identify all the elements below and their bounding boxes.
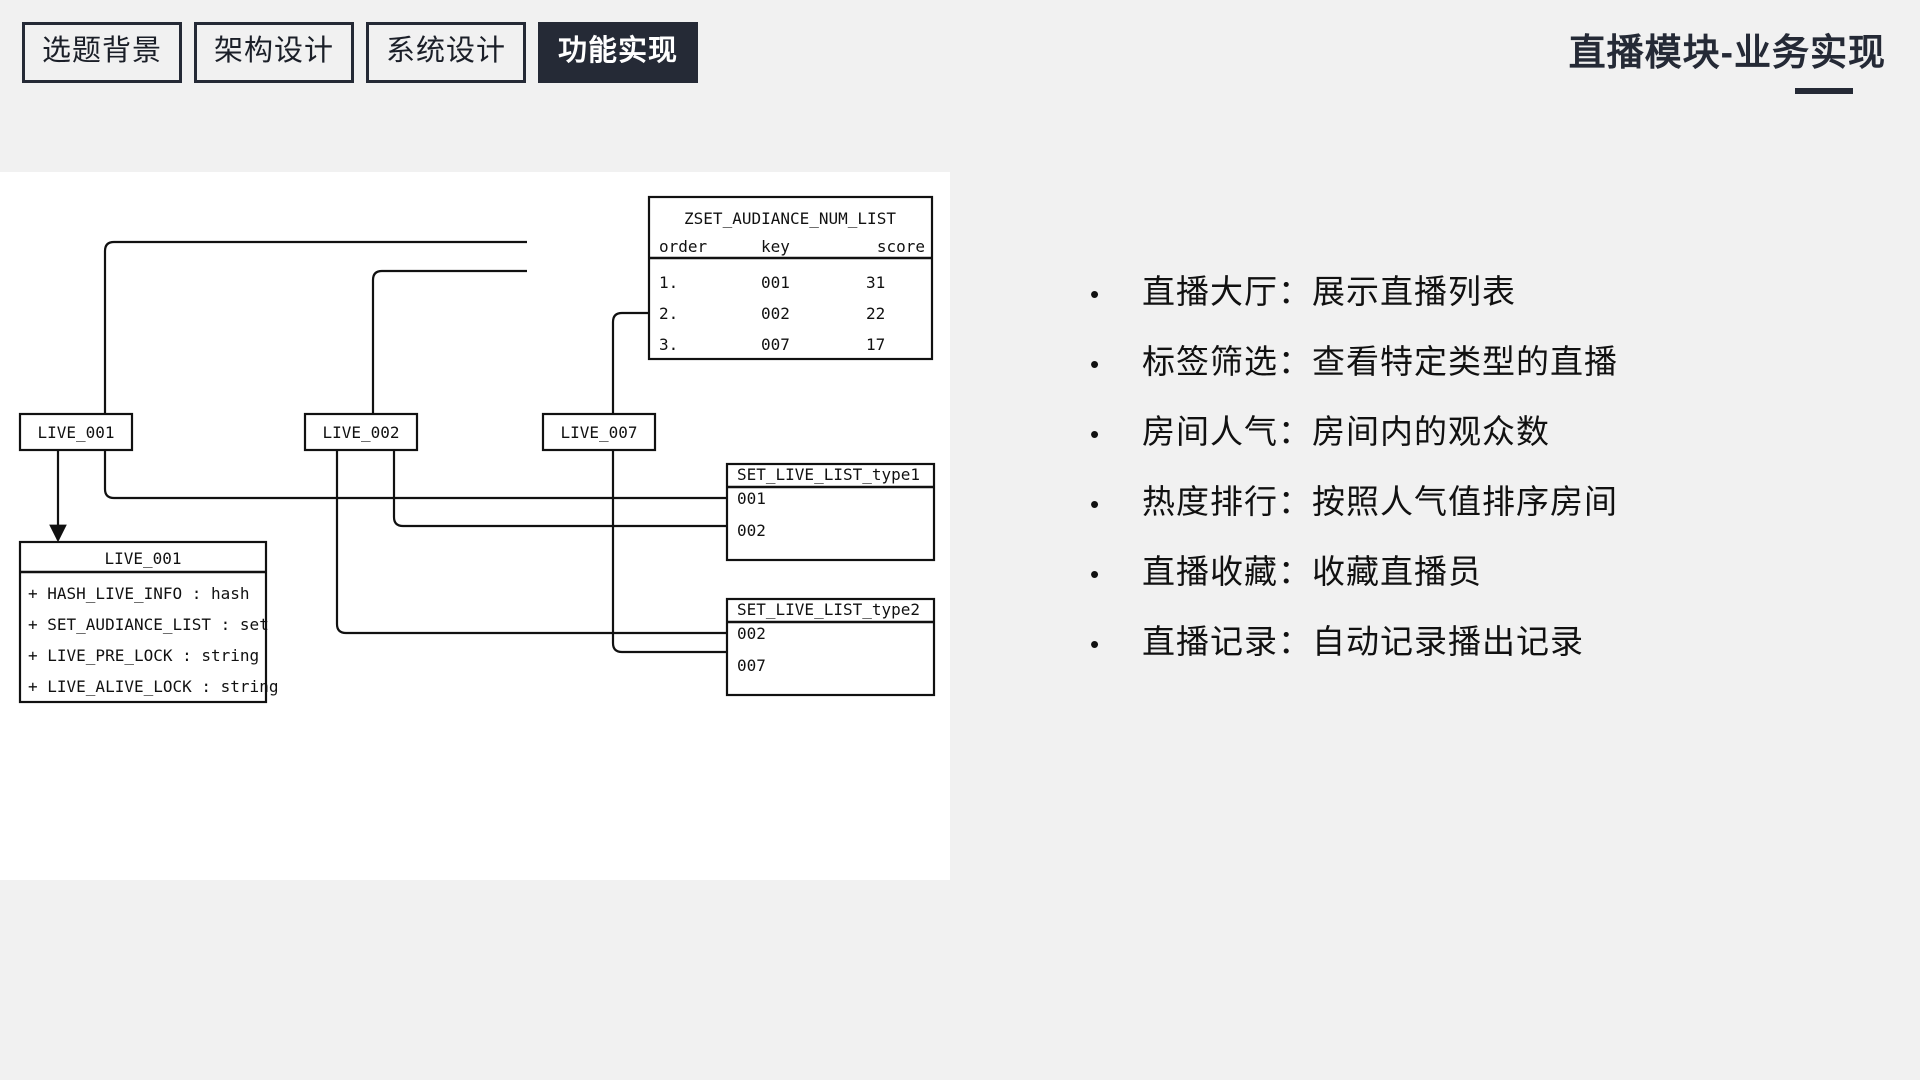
bullet-text: 直播记录：自动记录播出记录 [1142,623,1584,660]
tab-system-design[interactable]: 系统设计 [366,22,527,83]
node-live-002[interactable]: LIVE_002 [303,412,419,452]
set-live-list-type2-item-1: 007 [737,656,766,675]
zset-col-order: order [659,237,708,256]
redis-structure-diagram: ZSET_AUDIANCE_NUM_LIST order key score 1… [18,195,936,704]
list-item: • 直播大厅：展示直播列表 [1090,265,1880,335]
bullet-dot-icon: • [1090,559,1100,589]
node-live-002-label: LIVE_002 [322,423,399,442]
list-item: • 直播记录：自动记录播出记录 [1090,615,1880,685]
zset-row-key-1: 002 [761,304,790,323]
bullet-text: 房间人气：房间内的观众数 [1142,413,1550,450]
bullet-text: 热度排行：按照人气值排序房间 [1142,483,1618,520]
feature-bullet-list: • 直播大厅：展示直播列表 • 标签筛选：查看特定类型的直播 • 房间人气：房间… [1090,265,1880,685]
bullet-dot-icon: • [1090,629,1100,659]
zset-row-score-2: 17 [866,335,885,354]
node-live-007-label: LIVE_007 [560,423,637,442]
connector-live001-to-zset-row1 [103,240,527,414]
zset-row-order-0: 1. [659,273,678,292]
bullet-dot-icon: • [1090,489,1100,519]
connector-live007-to-type2-007 [611,440,727,654]
zset-row-score-0: 31 [866,273,885,292]
connector-live007-to-zset-row3-path [611,311,649,414]
diagram-panel: ZSET_AUDIANCE_NUM_LIST order key score 1… [0,172,950,880]
tab-architecture-design[interactable]: 架构设计 [194,22,355,83]
class-box-title: LIVE_001 [104,549,181,568]
section-tabs: 选题背景 架构设计 系统设计 功能实现 [22,22,699,83]
list-item: • 热度排行：按照人气值排序房间 [1090,475,1880,545]
set-live-list-type1-item-1: 002 [737,521,766,540]
title-underline-accent [1795,88,1853,94]
tab-topic-background[interactable]: 选题背景 [22,22,183,83]
set-live-list-type2: SET_LIVE_LIST_type2 002 007 [725,597,936,697]
zset-table: ZSET_AUDIANCE_NUM_LIST order key score 1… [647,195,934,361]
connector-live001-to-type1-001 [103,440,727,500]
node-live-001[interactable]: LIVE_001 [18,412,134,452]
list-item: • 房间人气：房间内的观众数 [1090,405,1880,475]
zset-row-key-0: 001 [761,273,790,292]
set-live-list-type1-item-0: 001 [737,489,766,508]
list-item: • 标签筛选：查看特定类型的直播 [1090,335,1880,405]
set-live-list-type2-item-0: 002 [737,624,766,643]
class-box-field-0: + HASH_LIVE_INFO : hash [28,584,250,603]
zset-row-key-2: 007 [761,335,790,354]
list-item: • 直播收藏：收藏直播员 [1090,545,1880,615]
zset-col-score: score [877,237,925,256]
tab-feature-implementation[interactable]: 功能实现 [538,22,699,83]
set-live-list-type2-title: SET_LIVE_LIST_type2 [737,600,920,619]
bullet-dot-icon: • [1090,279,1100,309]
class-box-field-2: + LIVE_PRE_LOCK : string [28,646,259,665]
set-live-list-type1-title: SET_LIVE_LIST_type1 [737,465,920,484]
bullet-dot-icon: • [1090,349,1100,379]
zset-table-title: ZSET_AUDIANCE_NUM_LIST [684,209,896,228]
zset-row-order-1: 2. [659,304,678,323]
node-live-007[interactable]: LIVE_007 [541,412,657,452]
zset-col-key: key [761,237,790,256]
page-title: 直播模块-业务实现 [1568,32,1886,73]
connector-live002-to-type1-002 [392,440,727,528]
zset-row-score-1: 22 [866,304,885,323]
zset-row-order-2: 3. [659,335,678,354]
connector-live002-to-zset-row2 [371,269,527,414]
class-box-field-3: + LIVE_ALIVE_LOCK : string [28,677,278,696]
bullet-text: 直播大厅：展示直播列表 [1142,273,1516,310]
node-live-001-label: LIVE_001 [37,423,114,442]
class-box-field-1: + SET_AUDIANCE_LIST : set [28,615,269,634]
bullet-text: 标签筛选：查看特定类型的直播 [1142,343,1618,380]
slide-header: 选题背景 架构设计 系统设计 功能实现 直播模块-业务实现 [0,0,1920,110]
bullet-dot-icon: • [1090,419,1100,449]
set-live-list-type1: SET_LIVE_LIST_type1 001 002 [725,462,936,562]
connector-live002-to-type2-002 [335,440,727,635]
bullet-text: 直播收藏：收藏直播员 [1142,553,1482,590]
class-box-live-001: LIVE_001 + HASH_LIVE_INFO : hash + SET_A… [18,540,278,704]
